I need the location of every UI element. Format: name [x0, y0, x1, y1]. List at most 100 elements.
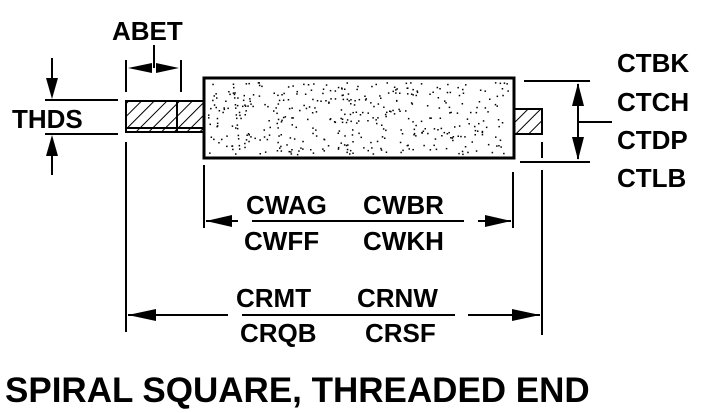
stipple-dot — [337, 148, 340, 150]
stipple-dot — [288, 107, 291, 110]
stipple-dot — [447, 83, 449, 86]
stipple-dot — [437, 97, 440, 99]
stipple-dot — [283, 92, 285, 95]
stipple-dot — [376, 122, 378, 125]
ctbk-label: CTBK — [617, 48, 689, 78]
stipple-dot — [470, 111, 472, 114]
stipple-dot — [412, 88, 414, 91]
stipple-dot — [415, 135, 417, 137]
stipple-dot — [464, 146, 467, 148]
stipple-dot — [216, 125, 218, 128]
stipple-dot — [372, 153, 375, 155]
stipple-dot — [385, 151, 388, 153]
stipple-dot — [474, 129, 477, 132]
stipple-dot — [277, 94, 279, 97]
stipple-dot — [468, 123, 470, 125]
stipple-dot — [465, 84, 467, 86]
stipple-dot — [340, 109, 343, 111]
stipple-dot — [449, 91, 452, 94]
stipple-dot — [413, 132, 416, 135]
stipple-dot — [235, 153, 237, 155]
stipple-dot — [280, 121, 283, 123]
stipple-dot — [291, 124, 293, 126]
stipple-dot — [375, 83, 377, 86]
stipple-dot — [467, 151, 469, 154]
stipple-dot — [498, 125, 500, 128]
stipple-dot — [358, 132, 360, 135]
stipple-dot — [390, 110, 392, 113]
left-threaded-end — [125, 100, 207, 133]
stipple-dot — [249, 100, 251, 103]
stipple-dot — [233, 86, 235, 89]
crqb-label: CRQB — [240, 318, 317, 348]
stipple-dot — [489, 98, 491, 100]
stipple-dot — [357, 85, 359, 88]
stipple-dot — [307, 84, 310, 86]
stipple-dot — [227, 107, 229, 110]
stipple-dot — [393, 113, 396, 115]
stipple-dot — [413, 128, 416, 131]
right-threaded-end — [513, 108, 543, 135]
stipple-dot — [346, 119, 349, 121]
ctdp-label: CTDP — [617, 125, 688, 155]
stipple-dot — [400, 129, 402, 131]
stipple-dot — [407, 144, 409, 147]
stipple-dot — [458, 94, 461, 97]
stipple-dot — [269, 126, 271, 129]
stipple-dot — [376, 140, 379, 143]
stipple-dot — [377, 117, 379, 119]
stipple-dot — [399, 92, 401, 94]
stipple-dot — [411, 103, 414, 105]
stipple-dot — [448, 106, 451, 109]
stipple-dot — [484, 90, 486, 92]
stipple-dot — [315, 129, 317, 131]
stipple-dot — [348, 100, 350, 102]
stipple-dot — [328, 102, 330, 104]
stipple-dot — [354, 100, 356, 102]
working-arrow-right — [485, 215, 511, 227]
stipple-dot — [474, 125, 476, 128]
stipple-dot — [481, 131, 484, 134]
stipple-dot — [367, 149, 369, 152]
stipple-dot — [396, 100, 398, 102]
ctlb-label: CTLB — [617, 163, 686, 193]
stipple-dot — [371, 147, 373, 149]
stipple-dot — [216, 122, 219, 125]
cwff-label: CWFF — [244, 226, 319, 256]
stipple-dot — [276, 150, 279, 152]
stipple-dot — [258, 82, 260, 84]
stipple-dot — [290, 151, 292, 153]
stipple-dot — [248, 134, 250, 136]
stipple-dot — [322, 88, 325, 90]
stipple-dot — [273, 110, 275, 112]
stipple-dot — [311, 112, 314, 114]
stipple-dot — [237, 138, 240, 140]
stipple-dot — [352, 111, 354, 114]
stipple-dot — [499, 139, 502, 141]
stipple-dot — [460, 135, 462, 138]
stipple-dot — [328, 101, 330, 103]
stipple-dot — [456, 112, 459, 114]
stipple-dot — [412, 148, 414, 151]
stipple-dot — [303, 104, 305, 107]
abet-arrow-right — [156, 63, 179, 73]
stipple-dot — [259, 139, 261, 141]
stipple-dot — [410, 93, 413, 95]
stipple-dot — [218, 142, 220, 144]
stipple-dot — [244, 104, 246, 106]
stipple-dot — [315, 111, 318, 113]
stipple-dot — [312, 152, 315, 154]
stipple-dot — [441, 135, 443, 137]
stipple-dot — [323, 138, 325, 141]
stipple-dot — [384, 113, 387, 116]
stipple-dot — [379, 95, 381, 97]
stipple-dot — [420, 83, 423, 85]
stipple-dot — [347, 144, 349, 146]
stipple-dot — [346, 98, 349, 101]
stipple-dot — [372, 117, 374, 119]
stipple-dot — [322, 148, 324, 150]
stipple-dot — [416, 91, 419, 94]
stipple-dot — [436, 86, 439, 89]
overall-arrow-right — [512, 309, 540, 321]
stipple-dot — [386, 111, 388, 114]
